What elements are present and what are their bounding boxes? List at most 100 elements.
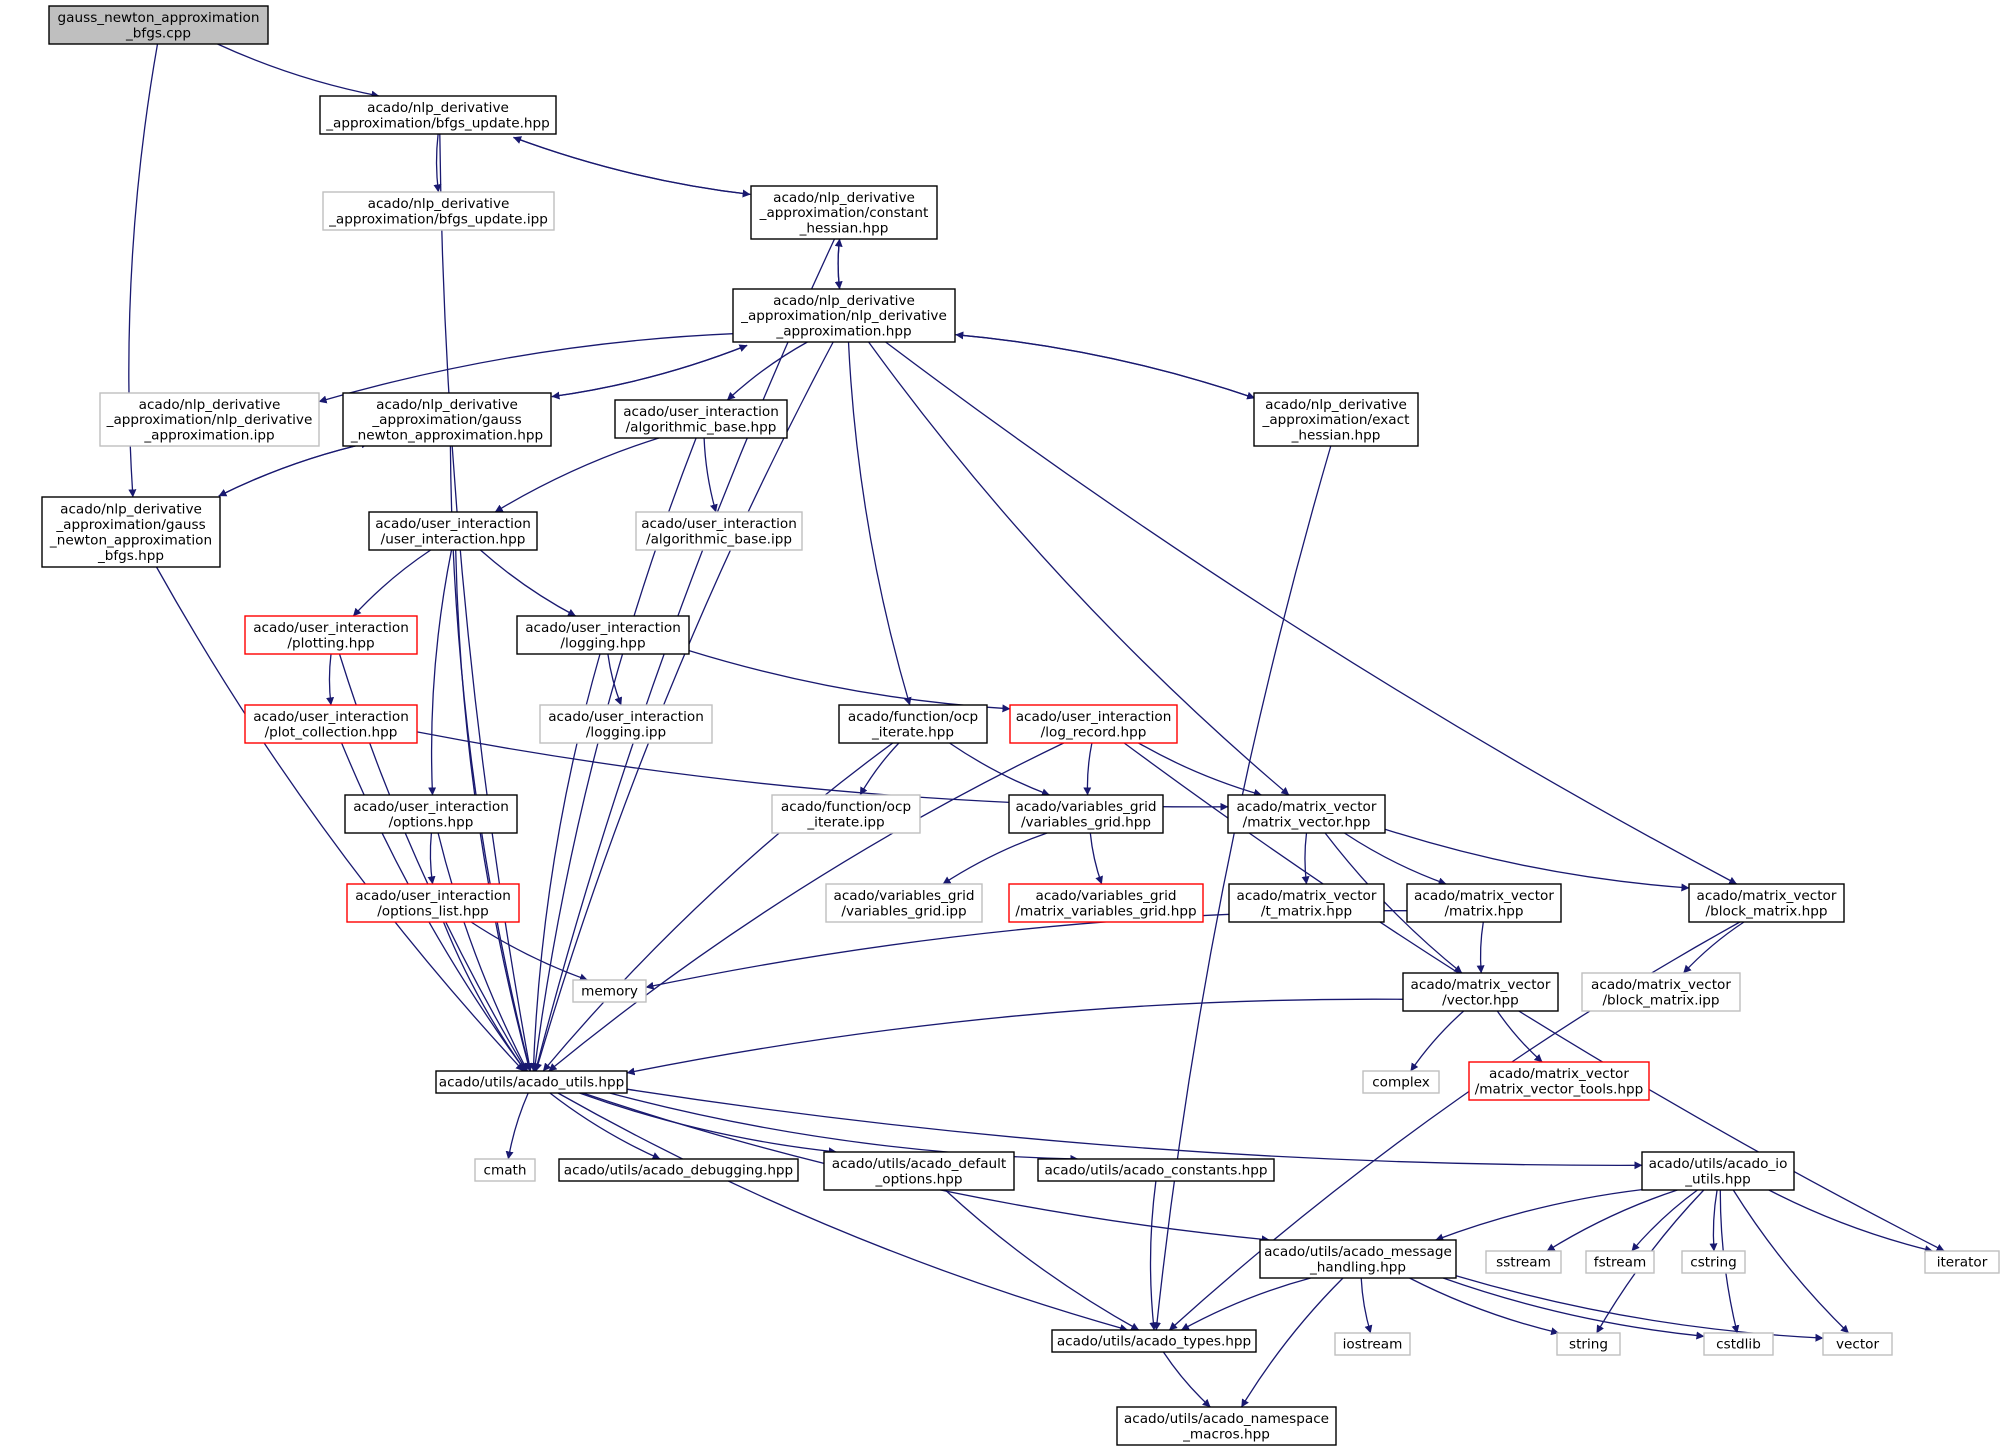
node-acado-message-handling[interactable]: acado/utils/acado_message_handling.hpp	[1259, 1239, 1457, 1279]
node-log-record[interactable]: acado/user_interaction/log_record.hpp	[1009, 704, 1178, 744]
edge-exact_hessian-to-nlp_da	[955, 331, 1255, 399]
node-acado-types[interactable]: acado/utils/acado_types.hpp	[1051, 1329, 1257, 1353]
edge-block_matrix-to-acado_types	[1168, 921, 1741, 1331]
node-box	[1051, 1329, 1257, 1353]
edge-acado_message_handling-to-iostream	[1360, 1277, 1373, 1334]
node-gauss-newton[interactable]: acado/nlp_derivative_approximation/gauss…	[342, 392, 552, 447]
edge-user_interaction-to-logging	[479, 549, 576, 617]
node-box	[1924, 1250, 2000, 1274]
edge-user_interaction-to-plotting	[352, 549, 432, 617]
node-label: /logging.hpp	[560, 635, 645, 651]
edge-acado_utils-to-acado_debugging	[549, 1092, 661, 1160]
node-label: /plotting.hpp	[287, 635, 374, 651]
node-label: acado/nlp_derivative	[773, 190, 915, 206]
node-box	[346, 883, 520, 923]
node-label: _utils.hpp	[1684, 1171, 1751, 1187]
node-matrix-variables-grid[interactable]: acado/variables_grid/matrix_variables_gr…	[1008, 883, 1204, 923]
node-box	[1334, 1332, 1411, 1356]
node-label: acado/nlp_derivative	[376, 397, 518, 413]
node-matrix-vector[interactable]: acado/matrix_vector/matrix_vector.hpp	[1227, 794, 1386, 834]
node-label: /t_matrix.hpp	[1261, 903, 1352, 919]
node-label: acado/utils/acado_io	[1649, 1156, 1788, 1172]
node-label: /vector.hpp	[1442, 992, 1519, 1008]
node-label: acado/function/ocp	[781, 799, 911, 815]
node-nlp-da[interactable]: acado/nlp_derivative_approximation/nlp_d…	[732, 288, 956, 343]
node-bfgs-update[interactable]: acado/nlp_derivative_approximation/bfgs_…	[319, 95, 557, 135]
edge-acado_io_utils-to-sstream	[1546, 1189, 1678, 1252]
edge-acado_utils-to-acado_default_options	[579, 1092, 837, 1156]
node-string: string	[1556, 1332, 1621, 1356]
node-root[interactable]: gauss_newton_approximation_bfgs.cpp	[48, 5, 269, 45]
node-cstring: cstring	[1681, 1250, 1746, 1274]
node-plotting[interactable]: acado/user_interaction/plotting.hpp	[244, 615, 418, 655]
node-label: /block_matrix.ipp	[1602, 992, 1719, 1008]
node-label: cmath	[484, 1163, 527, 1179]
node-options[interactable]: acado/user_interaction/options.hpp	[344, 794, 518, 834]
node-label: _macros.hpp	[1182, 1426, 1270, 1442]
node-plot-collection[interactable]: acado/user_interaction/plot_collection.h…	[244, 704, 418, 744]
node-acado-default-options[interactable]: acado/utils/acado_default_options.hpp	[823, 1151, 1015, 1191]
node-box	[1581, 972, 1741, 1012]
node-box	[1362, 1070, 1440, 1094]
node-box	[344, 794, 518, 834]
node-block-matrix-ipp: acado/matrix_vector/block_matrix.ipp	[1581, 972, 1741, 1012]
node-label: /matrix_vector.hpp	[1243, 814, 1371, 830]
node-label: acado/variables_grid	[833, 888, 974, 904]
edge-matrix_vector-to-block_matrix	[1384, 828, 1690, 892]
node-acado-utils[interactable]: acado/utils/acado_utils.hpp	[435, 1070, 628, 1094]
node-label: acado/utils/acado_constants.hpp	[1044, 1163, 1267, 1179]
node-ocp-iterate[interactable]: acado/function/ocp_iterate.hpp	[838, 704, 988, 744]
node-algorithmic-base[interactable]: acado/user_interaction/algorithmic_base.…	[614, 399, 788, 439]
node-layer: gauss_newton_approximation_bfgs.cppacado…	[41, 5, 2000, 1446]
edge-nlp_da-to-nlp_da_ipp	[318, 333, 734, 404]
node-label: _approximation/bfgs_update.ipp	[328, 211, 548, 227]
node-label: _approximation/nlp_derivative	[106, 412, 313, 428]
node-label: /variables_grid.ipp	[841, 903, 966, 919]
edge-acado_utils-to-acado_constants	[609, 1092, 1079, 1163]
node-label: acado/user_interaction	[548, 709, 704, 725]
edge-options_list-to-acado_utils	[442, 921, 526, 1072]
node-label: /algorithmic_base.ipp	[646, 531, 792, 547]
node-gauss-newton-bfgs[interactable]: acado/nlp_derivative_approximation/gauss…	[41, 496, 221, 568]
node-label: acado/utils/acado_namespace	[1124, 1411, 1329, 1427]
node-acado-io-utils[interactable]: acado/utils/acado_io_utils.hpp	[1641, 1151, 1795, 1191]
node-acado-namespace-macros[interactable]: acado/utils/acado_namespace_macros.hpp	[1116, 1406, 1337, 1446]
edge-matrix_vector-to-matrix	[1344, 832, 1447, 886]
edge-acado_message_handling-to-string	[1409, 1277, 1560, 1336]
node-vector[interactable]: acado/matrix_vector/vector.hpp	[1402, 972, 1559, 1012]
node-t-matrix[interactable]: acado/matrix_vector/t_matrix.hpp	[1228, 883, 1385, 923]
node-acado-constants[interactable]: acado/utils/acado_constants.hpp	[1037, 1158, 1275, 1182]
edge-options_list-to-memory	[470, 921, 588, 982]
node-exact-hessian[interactable]: acado/nlp_derivative_approximation/exact…	[1253, 392, 1419, 447]
node-box	[1468, 1061, 1650, 1101]
node-box	[516, 615, 690, 655]
node-label: _approximation/nlp_derivative	[740, 308, 947, 324]
node-matrix[interactable]: acado/matrix_vector/matrix.hpp	[1406, 883, 1562, 923]
edge-variables_grid-to-matrix_variables_grid	[1089, 832, 1103, 885]
node-variables-grid[interactable]: acado/variables_grid/variables_grid.hpp	[1008, 794, 1164, 834]
node-constant-hessian[interactable]: acado/nlp_derivative_approximation/const…	[750, 185, 938, 240]
node-ocp-iterate-ipp: acado/function/ocp_iterate.ipp	[771, 794, 921, 834]
node-box	[1037, 1158, 1275, 1182]
node-label: /matrix_vector_tools.hpp	[1475, 1081, 1644, 1097]
node-label: _newton_approximation	[49, 532, 212, 548]
edge-nlp_da-to-algorithmic_base	[726, 341, 808, 401]
node-box	[771, 794, 921, 834]
node-cmath: cmath	[474, 1158, 536, 1182]
node-options-list[interactable]: acado/user_interaction/options_list.hpp	[346, 883, 520, 923]
node-box	[48, 5, 269, 45]
node-matrix-vector-tools[interactable]: acado/matrix_vector/matrix_vector_tools.…	[1468, 1061, 1650, 1101]
node-label: _approximation/bfgs_update.hpp	[325, 115, 550, 131]
node-label: gauss_newton_approximation	[58, 10, 260, 26]
node-acado-debugging[interactable]: acado/utils/acado_debugging.hpp	[558, 1158, 799, 1182]
node-label: acado/matrix_vector	[1697, 888, 1837, 904]
node-label: acado/matrix_vector	[1414, 888, 1554, 904]
node-block-matrix[interactable]: acado/matrix_vector/block_matrix.hpp	[1688, 883, 1845, 923]
node-box	[1227, 794, 1386, 834]
node-label: acado/nlp_derivative	[367, 100, 509, 116]
edge-acado_message_handling-to-cstdlib	[1442, 1277, 1705, 1340]
node-user-interaction[interactable]: acado/user_interaction/user_interaction.…	[368, 511, 538, 551]
node-box	[474, 1158, 536, 1182]
node-logging[interactable]: acado/user_interaction/logging.hpp	[516, 615, 690, 655]
